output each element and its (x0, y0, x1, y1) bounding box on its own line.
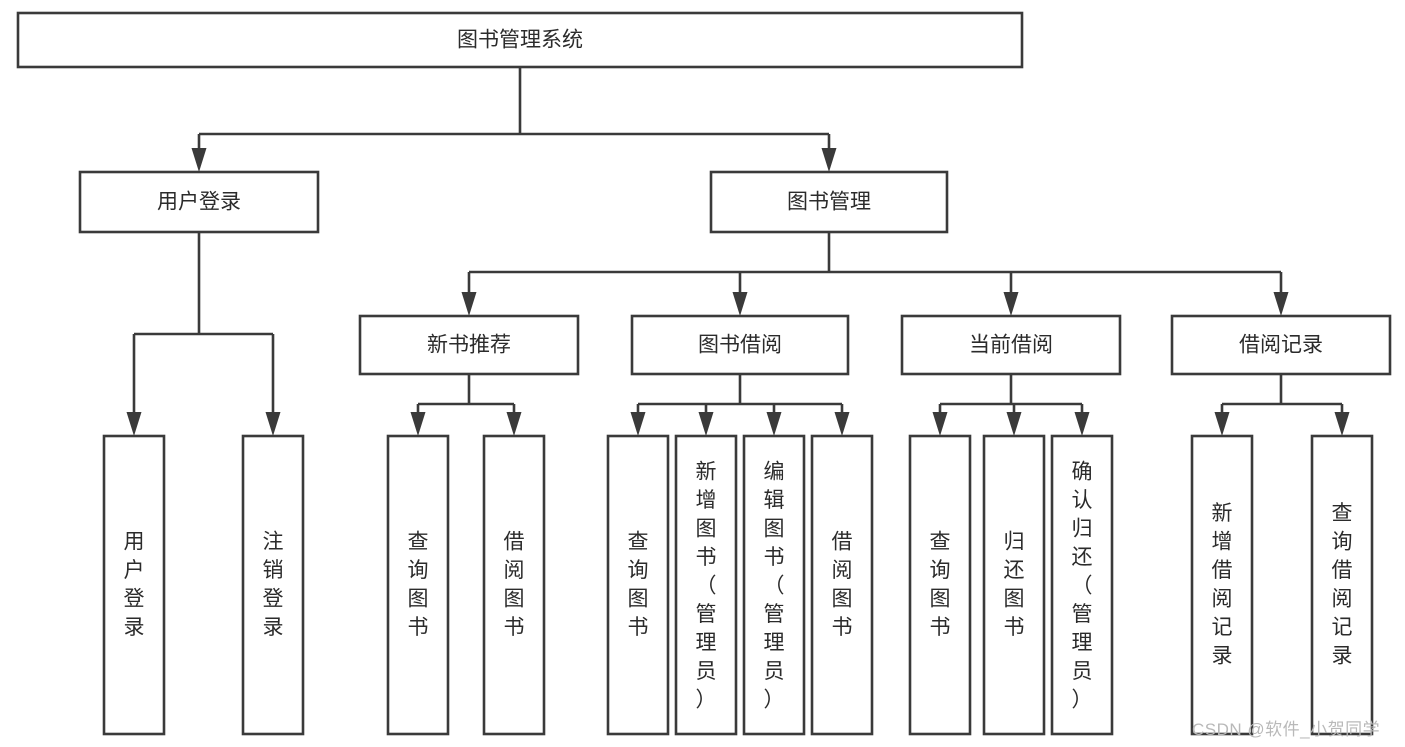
node-box-current-borrow (900, 314, 1122, 376)
node-new-book-rec[interactable]: 新书推荐 (358, 314, 580, 376)
edge-group-current-borrow (932, 374, 1090, 436)
node-box-leaf-user-logout (241, 434, 305, 736)
node-leaf-borrow-add-book[interactable]: 新增图书（管理员） (674, 434, 738, 736)
node-current-borrow[interactable]: 当前借阅 (900, 314, 1122, 376)
arrow-head-new-book-rec (461, 292, 477, 316)
node-label-leaf-borrow-query-book: 查询图书 (628, 530, 649, 639)
node-user-login[interactable]: 用户登录 (78, 170, 320, 234)
node-box-leaf-rec-add-record (1190, 434, 1254, 736)
node-borrow-record[interactable]: 借阅记录 (1170, 314, 1392, 376)
node-box-leaf-borrow-edit-book (742, 434, 806, 736)
node-label-leaf-cur-query-book: 查询图书 (930, 530, 951, 639)
arrow-head-borrow-record (1273, 292, 1289, 316)
node-box-leaf-rec-query-book (386, 434, 450, 736)
arrow-head-leaf-user-logout (265, 412, 281, 436)
node-box-leaf-cur-confirm-return (1050, 434, 1114, 736)
node-box-user-login (78, 170, 320, 234)
arrow-head-leaf-user-login (126, 412, 142, 436)
nodes-layer: 图书管理系统用户登录图书管理新书推荐图书借阅当前借阅借阅记录用户登录注销登录查询… (16, 11, 1392, 736)
edge-group-root (191, 67, 837, 172)
arrow-head-leaf-borrow-borrow-book (834, 412, 850, 436)
node-book-borrow[interactable]: 图书借阅 (630, 314, 850, 376)
node-label-leaf-cur-confirm-return: 确认归还（管理员） (1072, 460, 1093, 711)
edge-group-book-borrow (630, 374, 850, 436)
node-label-new-book-rec: 新书推荐 (427, 334, 511, 357)
edge-group-borrow-record (1214, 374, 1350, 436)
arrow-head-leaf-borrow-query-book (630, 412, 646, 436)
node-leaf-cur-confirm-return[interactable]: 确认归还（管理员） (1050, 434, 1114, 736)
node-box-borrow-record (1170, 314, 1392, 376)
node-label-leaf-rec-borrow-book: 借阅图书 (504, 530, 525, 639)
node-label-leaf-cur-return-book: 归还图书 (1004, 530, 1025, 639)
node-box-leaf-rec-borrow-book (482, 434, 546, 736)
node-label-leaf-rec-query-record: 查询借阅记录 (1332, 501, 1353, 667)
edge-group-user-login (126, 232, 281, 436)
node-label-borrow-record: 借阅记录 (1239, 334, 1323, 357)
node-leaf-rec-query-book[interactable]: 查询图书 (386, 434, 450, 736)
node-root[interactable]: 图书管理系统 (16, 11, 1024, 69)
arrow-head-book-borrow (732, 292, 748, 316)
node-leaf-cur-return-book[interactable]: 归还图书 (982, 434, 1046, 736)
node-box-leaf-user-login (102, 434, 166, 736)
edge-group-new-book-rec (410, 374, 522, 436)
node-leaf-borrow-edit-book[interactable]: 编辑图书（管理员） (742, 434, 806, 736)
node-label-book-borrow: 图书借阅 (698, 334, 782, 357)
node-label-user-login: 用户登录 (157, 191, 241, 214)
node-label-leaf-borrow-add-book: 新增图书（管理员） (696, 460, 717, 711)
node-label-root: 图书管理系统 (457, 29, 583, 52)
node-leaf-borrow-borrow-book[interactable]: 借阅图书 (810, 434, 874, 736)
node-label-leaf-user-login: 用户登录 (124, 530, 145, 639)
arrow-head-user-login (191, 148, 207, 172)
arrow-head-leaf-borrow-edit-book (766, 412, 782, 436)
arrow-head-leaf-cur-confirm-return (1074, 412, 1090, 436)
arrow-head-leaf-rec-add-record (1214, 412, 1230, 436)
arrow-head-leaf-rec-borrow-book (506, 412, 522, 436)
node-box-leaf-borrow-query-book (606, 434, 670, 736)
node-leaf-user-logout[interactable]: 注销登录 (241, 434, 305, 736)
edges-layer (126, 67, 1350, 436)
node-leaf-borrow-query-book[interactable]: 查询图书 (606, 434, 670, 736)
node-box-book-manage (709, 170, 949, 234)
node-label-leaf-borrow-borrow-book: 借阅图书 (832, 530, 853, 639)
node-leaf-user-login[interactable]: 用户登录 (102, 434, 166, 736)
node-label-book-manage: 图书管理 (787, 191, 871, 214)
node-leaf-rec-query-record[interactable]: 查询借阅记录 (1310, 434, 1374, 736)
arrow-head-leaf-cur-query-book (932, 412, 948, 436)
arrow-head-leaf-rec-query-book (410, 412, 426, 436)
arrow-head-current-borrow (1003, 292, 1019, 316)
node-box-book-borrow (630, 314, 850, 376)
node-box-root (16, 11, 1024, 69)
node-label-leaf-user-logout: 注销登录 (263, 530, 284, 639)
node-box-leaf-cur-return-book (982, 434, 1046, 736)
arrow-head-leaf-cur-return-book (1006, 412, 1022, 436)
edge-group-book-manage (461, 232, 1289, 316)
arrow-head-leaf-borrow-add-book (698, 412, 714, 436)
arrow-head-leaf-rec-query-record (1334, 412, 1350, 436)
node-leaf-rec-add-record[interactable]: 新增借阅记录 (1190, 434, 1254, 736)
node-box-leaf-rec-query-record (1310, 434, 1374, 736)
node-box-leaf-borrow-borrow-book (810, 434, 874, 736)
arrow-head-book-manage (821, 148, 837, 172)
node-leaf-cur-query-book[interactable]: 查询图书 (908, 434, 972, 736)
node-label-current-borrow: 当前借阅 (969, 334, 1053, 357)
node-label-leaf-rec-add-record: 新增借阅记录 (1212, 501, 1233, 667)
node-label-leaf-borrow-edit-book: 编辑图书（管理员） (764, 460, 785, 711)
node-box-leaf-cur-query-book (908, 434, 972, 736)
node-box-leaf-borrow-add-book (674, 434, 738, 736)
node-label-leaf-rec-query-book: 查询图书 (408, 530, 429, 639)
csdn-watermark: CSDN @软件_小贺同学 (1192, 720, 1381, 739)
node-leaf-rec-borrow-book[interactable]: 借阅图书 (482, 434, 546, 736)
node-book-manage[interactable]: 图书管理 (709, 170, 949, 234)
node-box-new-book-rec (358, 314, 580, 376)
